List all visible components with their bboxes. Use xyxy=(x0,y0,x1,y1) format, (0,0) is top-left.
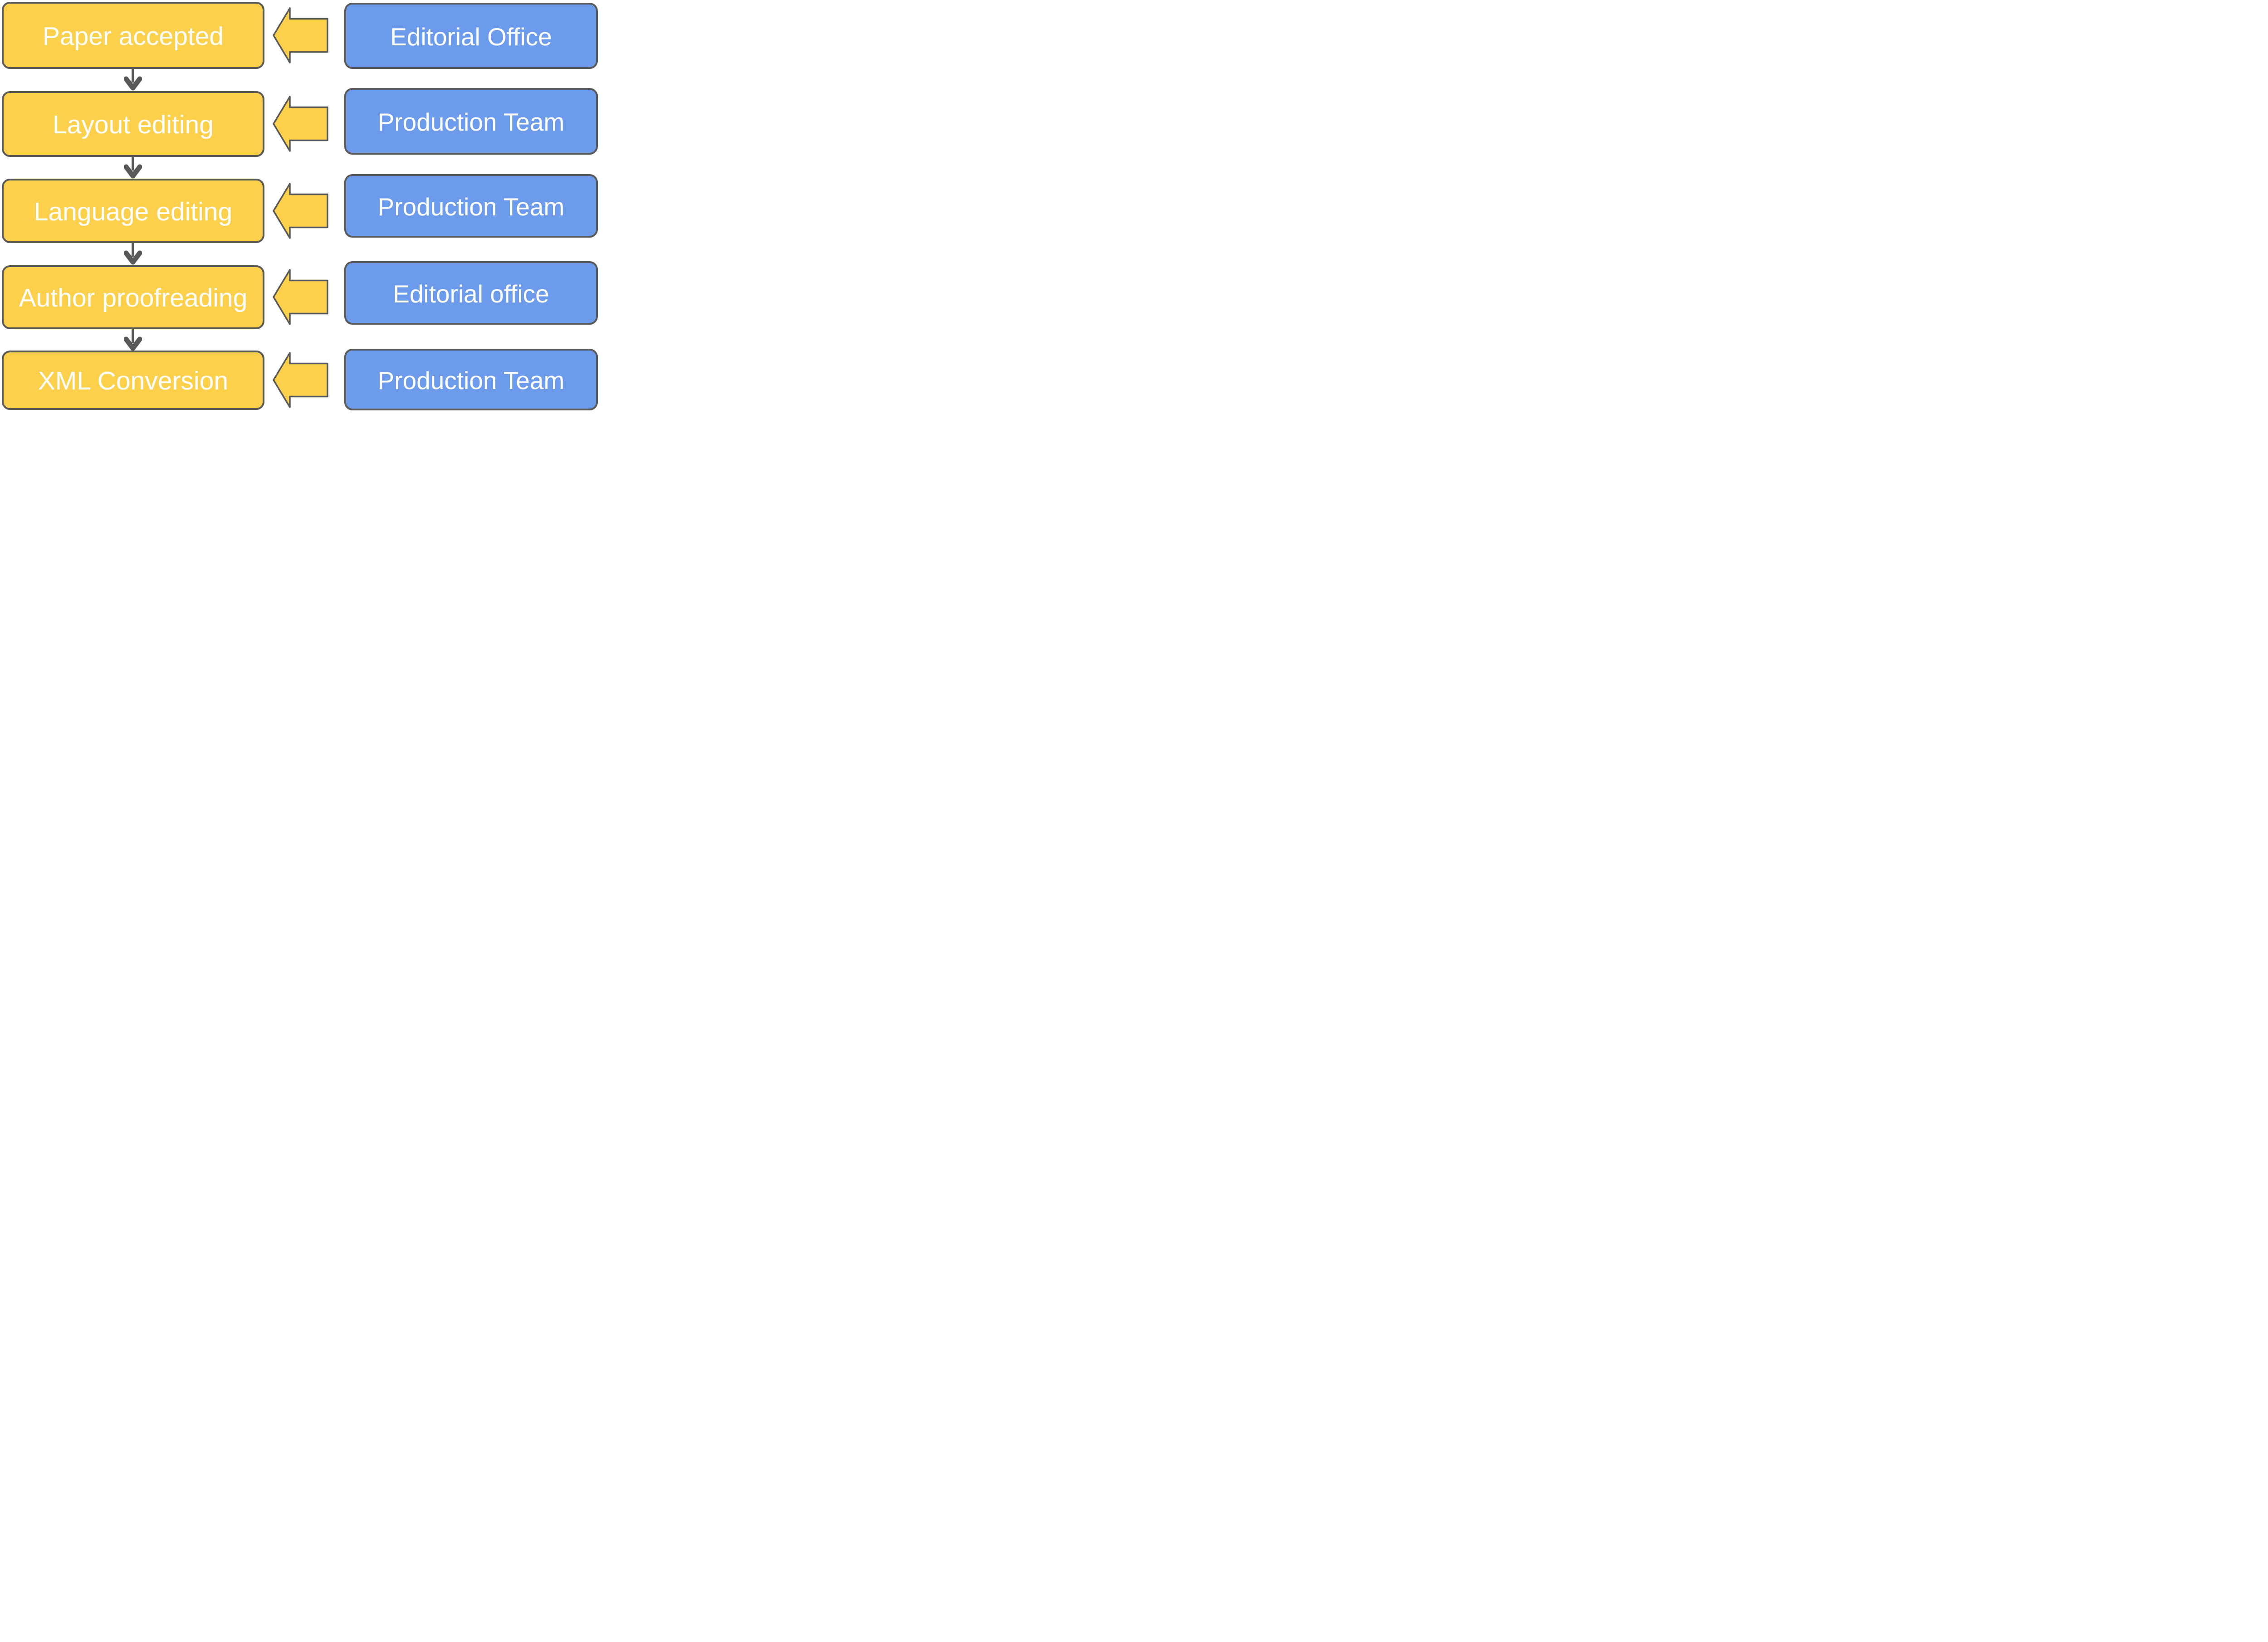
left-block-arrow-icon xyxy=(273,352,328,408)
step-box-xml-conversion: XML Conversion xyxy=(2,351,264,410)
actor-box-production-team-1: Production Team xyxy=(344,88,598,155)
down-arrow-icon xyxy=(124,243,142,265)
left-block-arrow-icon xyxy=(273,269,328,325)
step-box-paper-accepted: Paper accepted xyxy=(2,2,264,69)
left-block-arrow-icon xyxy=(273,96,328,152)
step-box-language-editing: Language editing xyxy=(2,179,264,243)
step-box-author-proofreading: Author proofreading xyxy=(2,265,264,329)
step-label: Language editing xyxy=(34,197,233,226)
actor-label: Production Team xyxy=(377,366,565,395)
down-arrow-icon xyxy=(124,69,142,91)
step-label: Author proofreading xyxy=(19,283,248,312)
actor-label: Production Team xyxy=(377,192,565,221)
workflow-diagram: Paper accepted Editorial Office Layout e… xyxy=(0,0,599,410)
actor-box-editorial-office-2: Editorial office xyxy=(344,261,598,325)
actor-box-production-team-3: Production Team xyxy=(344,349,598,410)
down-arrow-icon xyxy=(124,157,142,179)
step-label: XML Conversion xyxy=(38,366,229,395)
step-label: Layout editing xyxy=(53,110,214,139)
left-block-arrow-icon xyxy=(273,7,328,63)
actor-box-production-team-2: Production Team xyxy=(344,174,598,238)
actor-label: Production Team xyxy=(377,108,565,136)
step-box-layout-editing: Layout editing xyxy=(2,91,264,157)
actor-label: Editorial Office xyxy=(390,22,552,51)
down-arrow-icon xyxy=(124,329,142,351)
actor-label: Editorial office xyxy=(393,279,549,308)
left-block-arrow-icon xyxy=(273,183,328,239)
actor-box-editorial-office: Editorial Office xyxy=(344,3,598,69)
step-label: Paper accepted xyxy=(42,21,224,51)
